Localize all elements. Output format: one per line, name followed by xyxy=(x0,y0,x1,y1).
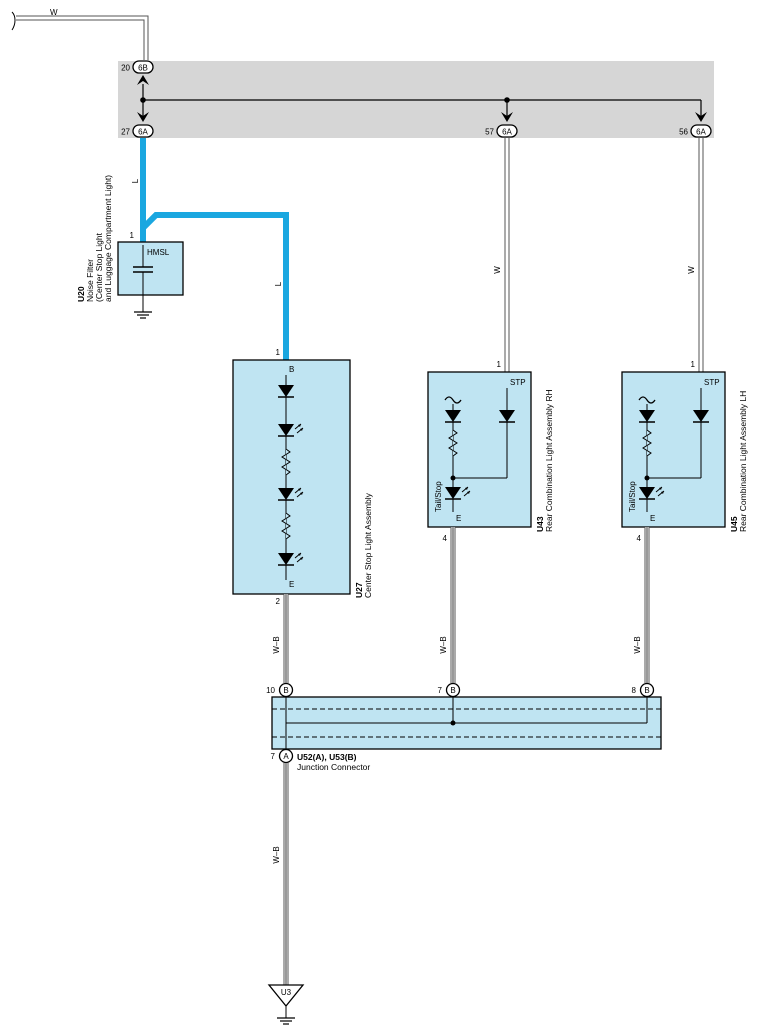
wire-label-l-2: L xyxy=(274,281,283,286)
wire-label-w-rh: W xyxy=(493,266,502,274)
junction-conn-b2: B xyxy=(450,686,455,695)
junction-name: Junction Connector xyxy=(297,762,370,772)
u43-term-tail: Tail/Stop xyxy=(434,481,443,512)
u45-name: Rear Combination Light Assembly LH xyxy=(738,391,748,532)
u43-code: U43 xyxy=(535,516,545,532)
u45-term-in: STP xyxy=(704,378,720,387)
u27-term-out: E xyxy=(289,580,294,589)
pin-57: 57 xyxy=(485,128,494,137)
u20-name-3: and Luggage Compartment Light) xyxy=(103,175,113,302)
junction-conn-a: A xyxy=(283,752,289,761)
wire-label-wb-3: W–B xyxy=(633,636,642,653)
blue-wire-l: L L xyxy=(131,138,289,360)
u20-pin: 1 xyxy=(130,231,135,240)
u20-terminal: HMSL xyxy=(147,248,170,257)
u20-name-2: (Center Stop Light xyxy=(94,232,104,302)
u43-term-in: STP xyxy=(510,378,526,387)
ground-point-u3: W–B U3 xyxy=(267,763,305,1025)
splice-block: 6B 20 6A 27 6A 57 6A 56 xyxy=(118,60,714,138)
svg-text:6A: 6A xyxy=(696,128,706,137)
u27-center-stop-light: 1 B E U27 Center Stop Light Assembly xyxy=(232,348,373,598)
ground-wires: 2 4 4 W–B W–B W–B xyxy=(272,527,650,683)
connector-6a-27 xyxy=(132,124,154,138)
u45-term-tail: Tail/Stop xyxy=(628,481,637,512)
wire-label-wb-4: W–B xyxy=(272,846,281,863)
connector-6b xyxy=(132,60,154,74)
u27-pin-out: 2 xyxy=(276,597,281,606)
junction-pin-b2: 7 xyxy=(438,686,443,695)
wire-label-top: W xyxy=(50,8,58,17)
connector-6a-56 xyxy=(690,124,712,138)
u43-pin-in: 1 xyxy=(497,360,502,369)
u27-code: U27 xyxy=(354,582,364,598)
top-wire: W xyxy=(11,8,149,60)
wire-label-l-1: L xyxy=(131,178,140,183)
junction-pin-a: 7 xyxy=(271,752,276,761)
stp-wires: W W 1 1 xyxy=(493,138,704,372)
wire-label-wb-1: W–B xyxy=(272,636,281,653)
junction-code: U52(A), U53(B) xyxy=(297,752,357,762)
u43-term-out: E xyxy=(456,514,461,523)
u45-pin-out: 4 xyxy=(637,534,642,543)
junction-conn-b1: B xyxy=(283,686,288,695)
u45-term-out: E xyxy=(650,514,655,523)
u45-rear-combination-lh: STP Tail/Stop E U45 Rear Combination Lig… xyxy=(621,371,748,532)
svg-text:6A: 6A xyxy=(502,128,512,137)
pin-20: 20 xyxy=(121,64,130,73)
u27-name: Center Stop Light Assembly xyxy=(363,492,373,598)
ground-label: U3 xyxy=(281,988,292,997)
junction-pin-b1: 10 xyxy=(266,686,275,695)
u45-pin-in: 1 xyxy=(691,360,696,369)
pin-56: 56 xyxy=(679,128,688,137)
u27-pin-in: 1 xyxy=(276,348,281,357)
u43-name: Rear Combination Light Assembly RH xyxy=(544,389,554,532)
wire-label-wb-2: W–B xyxy=(439,636,448,653)
wire-label-w-lh: W xyxy=(687,266,696,274)
junction-pin-b3: 8 xyxy=(632,686,637,695)
u20-name-1: Noise Filter xyxy=(85,259,95,302)
u43-pin-out: 4 xyxy=(443,534,448,543)
u45-code: U45 xyxy=(729,516,739,532)
pin-27: 27 xyxy=(121,128,130,137)
u27-term-in: B xyxy=(289,365,294,374)
u43-rear-combination-rh: STP Tail/Stop E U43 Rear Combination Lig… xyxy=(427,371,554,532)
u20-code: U20 xyxy=(76,286,86,302)
u20-noise-filter: 1 HMSL U20 Noise Filter (Center Stop Lig… xyxy=(76,175,184,319)
svg-text:6A: 6A xyxy=(138,128,148,137)
junction-conn-b3: B xyxy=(644,686,649,695)
junction-connector: B 10 B 7 B 8 A 7 U52(A), U53(B) Junction… xyxy=(266,682,662,772)
connector-6a-57 xyxy=(496,124,518,138)
svg-text:6B: 6B xyxy=(138,64,148,73)
